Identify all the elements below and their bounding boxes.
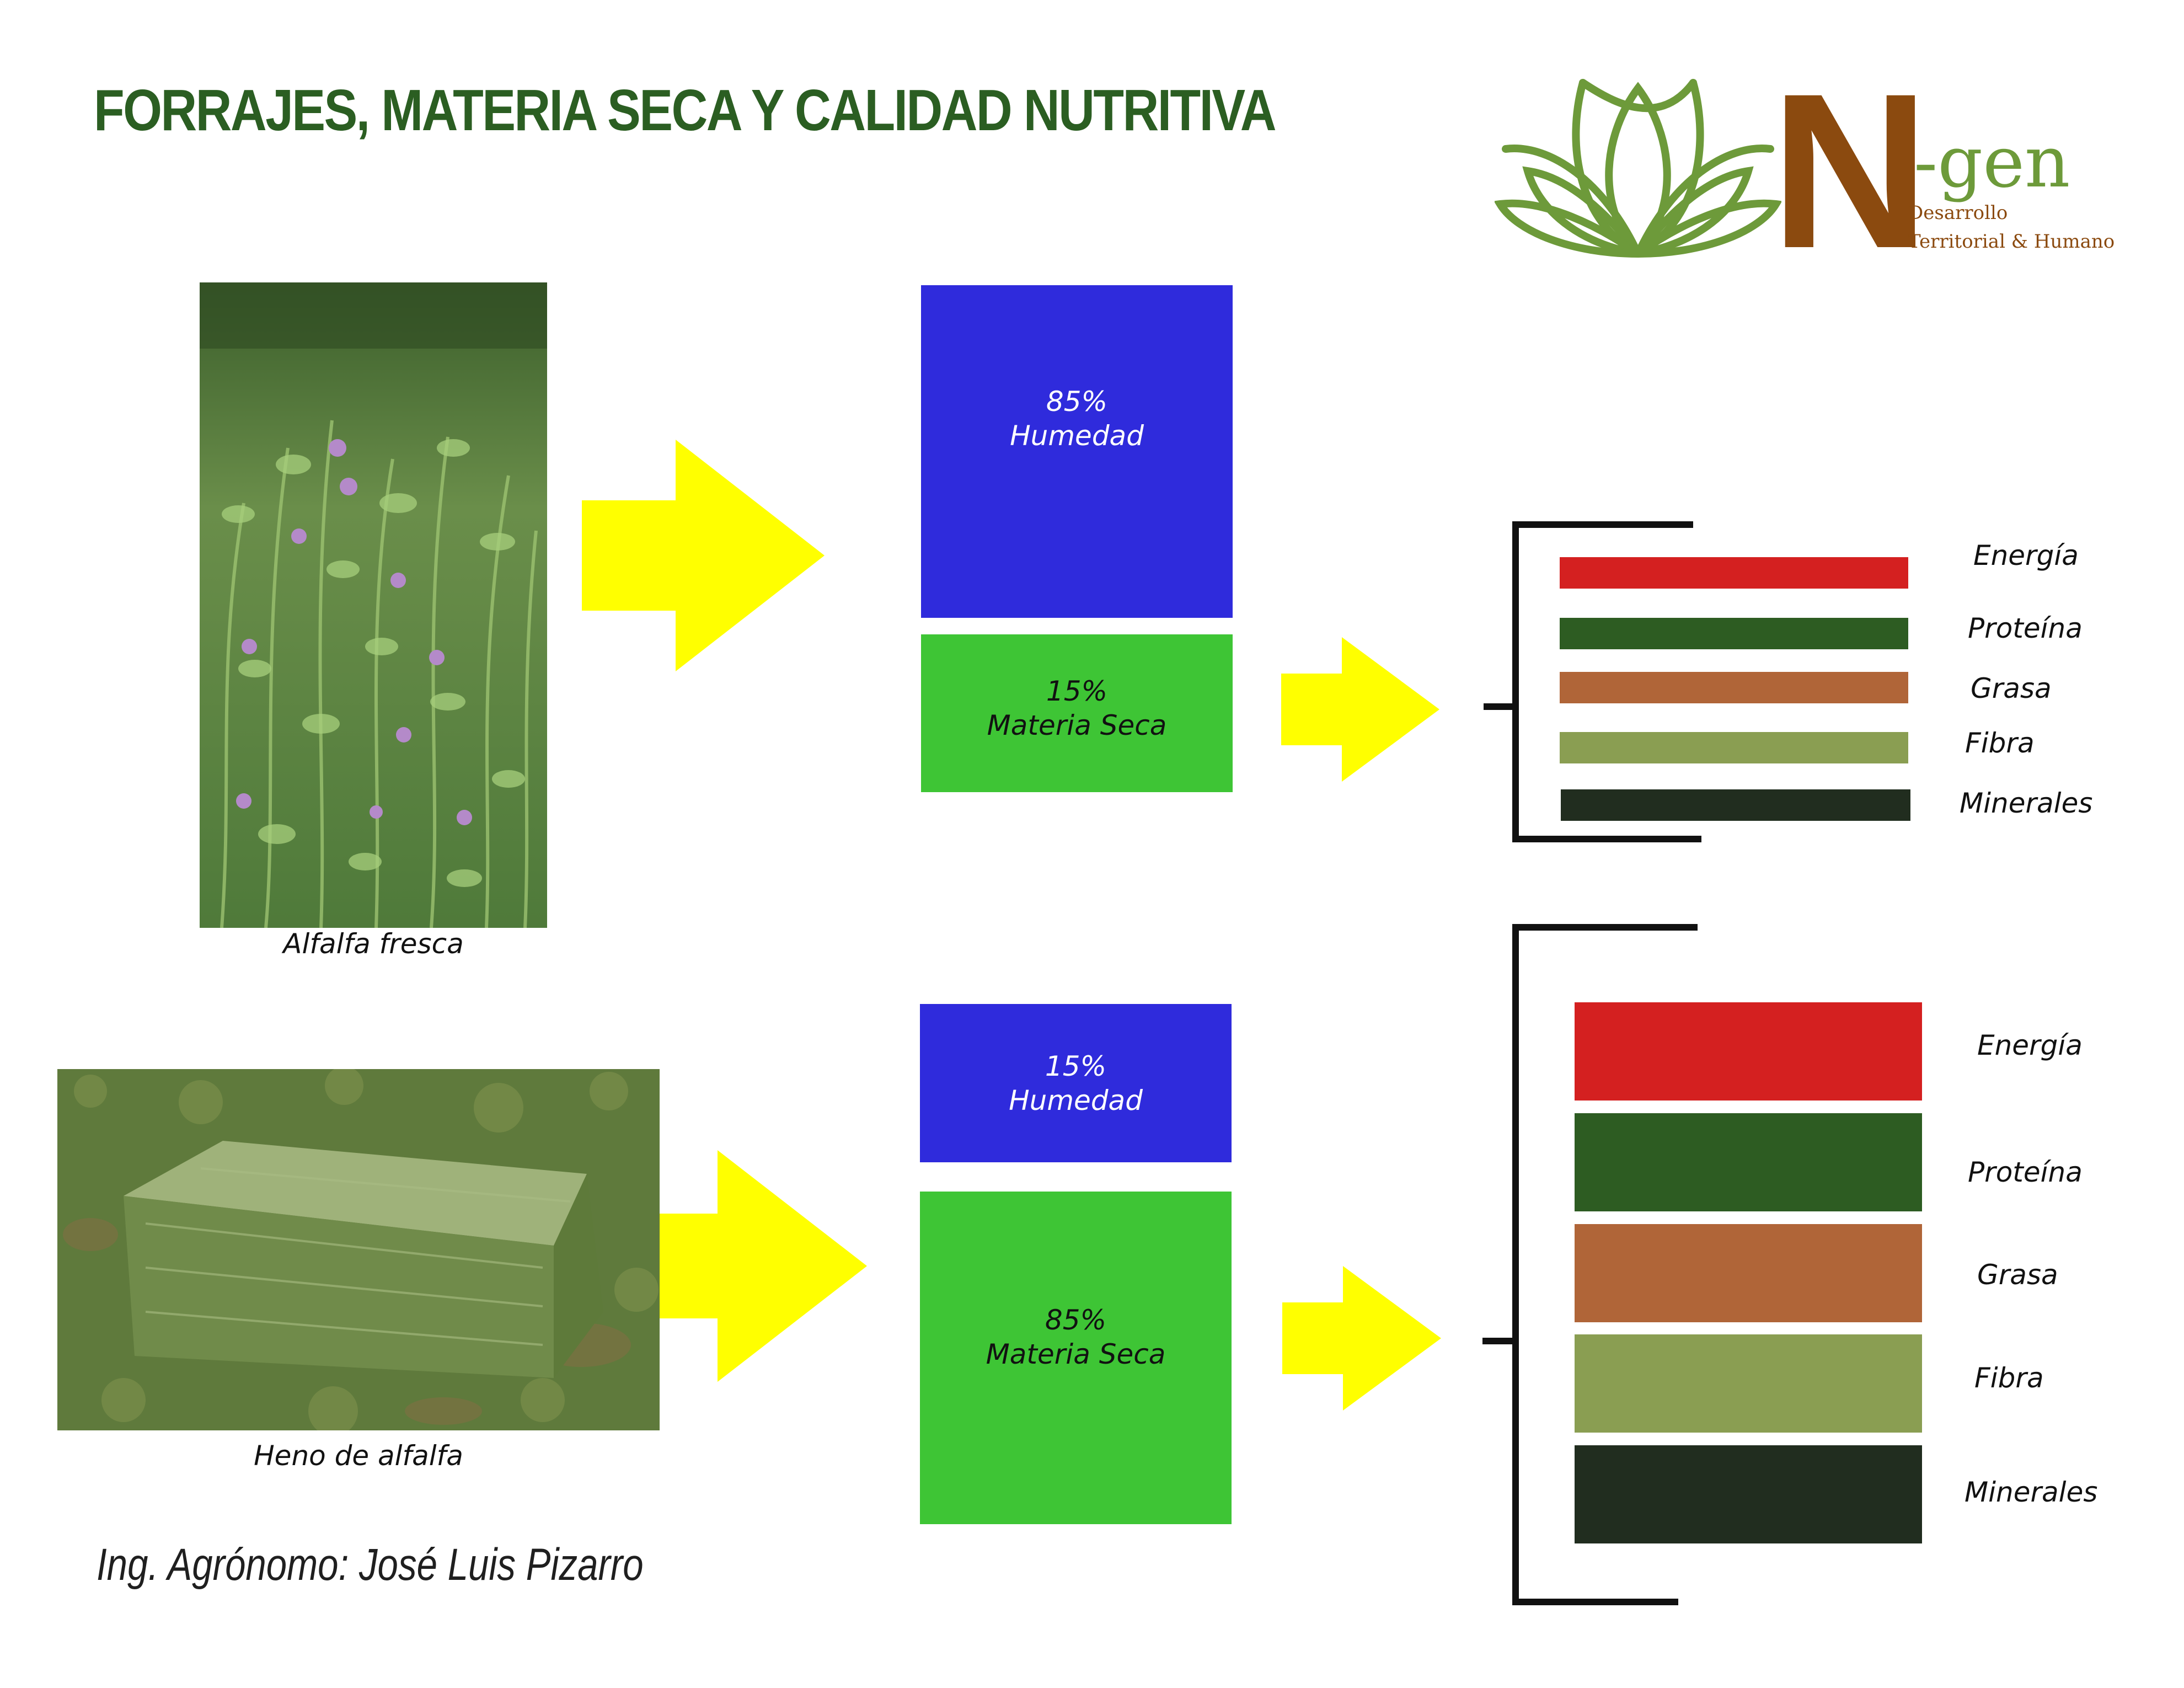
hay-bar-grasa (1575, 1224, 1922, 1322)
fresh-label-energia: Energía (1973, 539, 2079, 571)
author-credit: Ing. Agrónomo: José Luis Pizarro (97, 1540, 644, 1590)
logo-suffix: -gen (1914, 121, 2070, 204)
lotus-icon (1495, 79, 1781, 258)
page-title: FORRAJES, MATERIA SECA Y CALIDAD NUTRITI… (94, 78, 1277, 143)
fresh-arrow-to-composition (582, 440, 825, 671)
fresh-moisture-pct: 85% (1046, 386, 1108, 418)
logo-line-1: Desarrollo (1908, 202, 2008, 224)
hay-caption: Heno de alfalfa (254, 1440, 463, 1472)
fresh-dry-label: Materia Seca (987, 709, 1167, 741)
hay-bar-proteina (1575, 1113, 1922, 1211)
hay-arrow-to-nutrients (1282, 1266, 1441, 1411)
hay-dry-label: Materia Seca (986, 1338, 1166, 1370)
fresh-label-proteina: Proteína (1968, 612, 2083, 644)
ngen-logo: N -gen Desarrollo Territorial & Humano (1495, 47, 2156, 294)
hay-label-proteina: Proteína (1968, 1156, 2083, 1188)
fresh-arrow-to-nutrients (1281, 637, 1439, 782)
fresh-moisture-box: 85% Humedad (921, 285, 1233, 618)
fresh-dry-matter-box: 15% Materia Seca (921, 634, 1233, 792)
fresh-moisture-label: Humedad (1010, 420, 1144, 452)
hay-label-fibra: Fibra (1974, 1362, 2044, 1394)
fresh-dry-pct: 15% (1046, 675, 1108, 707)
fresh-label-grasa: Grasa (1971, 672, 2052, 704)
logo-line-2: Territorial & Humano (1908, 231, 2115, 253)
hay-bar-fibra (1575, 1334, 1922, 1433)
hay-label-minerales: Minerales (1964, 1476, 2098, 1508)
hay-bar-minerales (1575, 1445, 1922, 1543)
fresh-nutrient-bracket (1481, 521, 1707, 844)
fresh-bar-energia (1560, 557, 1908, 589)
hay-arrow-to-composition (660, 1150, 867, 1382)
hay-nutrient-bracket (1480, 924, 1700, 1605)
hay-moisture-box: 15% Humedad (920, 1004, 1232, 1162)
hay-dry-matter-box: 85% Materia Seca (920, 1192, 1232, 1524)
fresh-bar-proteina (1560, 618, 1908, 649)
fresh-bar-minerales (1561, 789, 1910, 821)
hay-bar-energia (1575, 1002, 1922, 1101)
hay-bale-photo (57, 1069, 660, 1430)
hay-label-grasa: Grasa (1977, 1259, 2058, 1291)
fresh-label-minerales: Minerales (1960, 787, 2093, 819)
fresh-caption: Alfalfa fresca (283, 928, 464, 960)
fresh-alfalfa-photo (200, 282, 547, 928)
hay-moisture-label: Humedad (1009, 1085, 1143, 1117)
fresh-label-fibra: Fibra (1965, 727, 2035, 759)
hay-moisture-pct: 15% (1045, 1050, 1107, 1082)
logo-letter: N (1770, 47, 1930, 294)
hay-label-energia: Energía (1977, 1029, 2083, 1061)
hay-dry-pct: 85% (1045, 1304, 1107, 1336)
fresh-bar-grasa (1560, 672, 1908, 703)
fresh-bar-fibra (1560, 732, 1908, 763)
